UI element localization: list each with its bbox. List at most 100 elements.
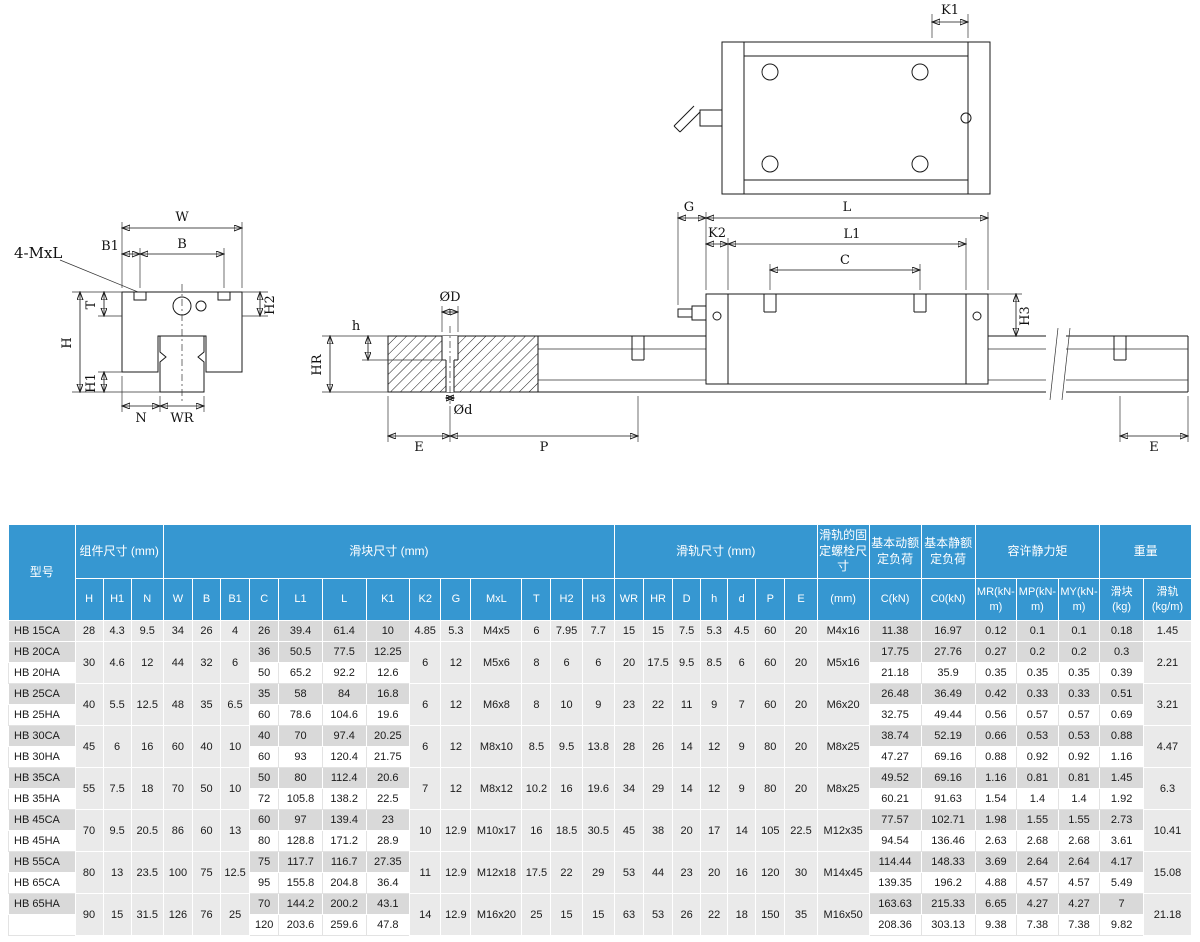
table-cell: 6.5: [220, 683, 251, 726]
table-cell: 0.35: [1016, 662, 1059, 684]
table-cell: 0.57: [1016, 704, 1059, 726]
table-cell: 1.55: [1057, 809, 1101, 831]
table-cell: 70: [278, 725, 323, 747]
table-cell: 75: [191, 851, 222, 894]
table-cell: 6: [409, 725, 442, 768]
table-cell: 20: [784, 767, 818, 810]
col-header: H3: [581, 578, 615, 621]
table-cell: 8: [521, 683, 552, 726]
table-cell: 105.8: [278, 788, 323, 810]
table-cell: 9: [700, 683, 729, 726]
model-cell: HB 55CA: [8, 851, 76, 873]
table-cell: 91.63: [920, 788, 976, 810]
table-cell: 4.85: [409, 620, 442, 642]
table-cell: 34: [613, 767, 645, 810]
table-cell: 9.82: [1099, 914, 1144, 936]
table-cell: 259.6: [321, 914, 367, 936]
model-cell: HB 45HA: [8, 830, 76, 852]
table-cell: 200.2: [321, 893, 367, 915]
table-cell: 84: [321, 683, 367, 705]
table-cell: 19.6: [365, 704, 411, 726]
table-cell: 15: [613, 620, 645, 642]
table-cell: 26: [643, 725, 674, 768]
table-cell: 0.57: [1057, 704, 1101, 726]
table-cell: 17: [700, 809, 729, 852]
table-cell: 58: [278, 683, 323, 705]
table-cell: 6: [220, 641, 251, 684]
table-cell: 120: [249, 914, 280, 936]
table-cell: 12: [440, 683, 472, 726]
table-cell: 10.41: [1142, 809, 1193, 852]
table-cell: 15: [581, 893, 615, 936]
table-cell: 100: [162, 851, 193, 894]
table-cell: 13.8: [581, 725, 615, 768]
table-cell: 86: [162, 809, 193, 852]
table-cell: 6: [550, 641, 583, 684]
table-cell: 53: [613, 851, 645, 894]
block-top-view: K1: [673, 3, 991, 195]
dim-label-dia-D: ØD: [439, 290, 460, 305]
model-cell: HB 35CA: [8, 767, 76, 789]
table-cell: 80: [74, 851, 104, 894]
table-cell: 0.88: [974, 746, 1018, 768]
table-cell: 120: [755, 851, 786, 894]
table-cell: 14: [727, 809, 757, 852]
table-cell: 45: [74, 725, 104, 768]
spec-table-head: 型号组件尺寸 (mm)滑块尺寸 (mm)滑轨尺寸 (mm)滑轨的固定螺栓尺寸基本…: [8, 524, 1193, 621]
model-cell: HB 45CA: [8, 809, 76, 831]
table-cell: 36.49: [920, 683, 976, 705]
table-cell: 7.95: [550, 620, 583, 642]
table-cell: 39.4: [278, 620, 323, 642]
table-cell: 35: [784, 893, 818, 936]
table-cell: 60.21: [868, 788, 922, 810]
table-cell: 4.27: [1016, 893, 1059, 915]
table-cell: 18: [130, 767, 164, 810]
model-cell: HB 30CA: [8, 725, 76, 747]
col-header: T: [521, 578, 552, 621]
model-cell: HB 15CA: [8, 620, 76, 642]
table-cell: 35: [249, 683, 280, 705]
table-cell: 27.76: [920, 641, 976, 663]
table-cell: 16: [130, 725, 164, 768]
table-cell: 23: [365, 809, 411, 831]
table-cell: 95: [249, 872, 280, 894]
table-cell: 20: [784, 641, 818, 684]
table-cell: 4.27: [1057, 893, 1101, 915]
dim-label-h: H: [60, 337, 75, 348]
col-header: N: [130, 578, 164, 621]
table-cell: 0.42: [974, 683, 1018, 705]
table-cell: 12.5: [220, 851, 251, 894]
table-cell: 5.3: [440, 620, 472, 642]
table-cell: 48: [162, 683, 193, 726]
table-cell: 80: [278, 767, 323, 789]
table-cell: 2.68: [1057, 830, 1101, 852]
table-cell: 203.6: [278, 914, 323, 936]
col-header: MP(kN-m): [1016, 578, 1059, 621]
table-cell: 53: [643, 893, 674, 936]
table-cell: 11: [672, 683, 702, 726]
table-cell: 1.55: [1016, 809, 1059, 831]
assembly-side-view: G L K2 L1 C H3 E: [678, 200, 1188, 455]
group-header: 滑块尺寸 (mm): [162, 524, 615, 579]
dim-label-mxl: 4-MxL: [14, 244, 62, 262]
table-cell: 139.4: [321, 809, 367, 831]
table-cell: 63: [613, 893, 645, 936]
table-cell: 1.45: [1142, 620, 1193, 642]
dim-label-g: G: [684, 200, 694, 215]
table-cell: 117.7: [278, 851, 323, 873]
table-cell: 12.9: [440, 893, 472, 936]
table-cell: 22: [700, 893, 729, 936]
table-cell: 0.39: [1099, 662, 1144, 684]
dim-label-e-left: E: [414, 440, 424, 455]
table-cell: 22.5: [365, 788, 411, 810]
col-header: W: [162, 578, 193, 621]
table-cell: 12: [700, 767, 729, 810]
table-cell: 20.25: [365, 725, 411, 747]
table-cell: 36: [249, 641, 280, 663]
